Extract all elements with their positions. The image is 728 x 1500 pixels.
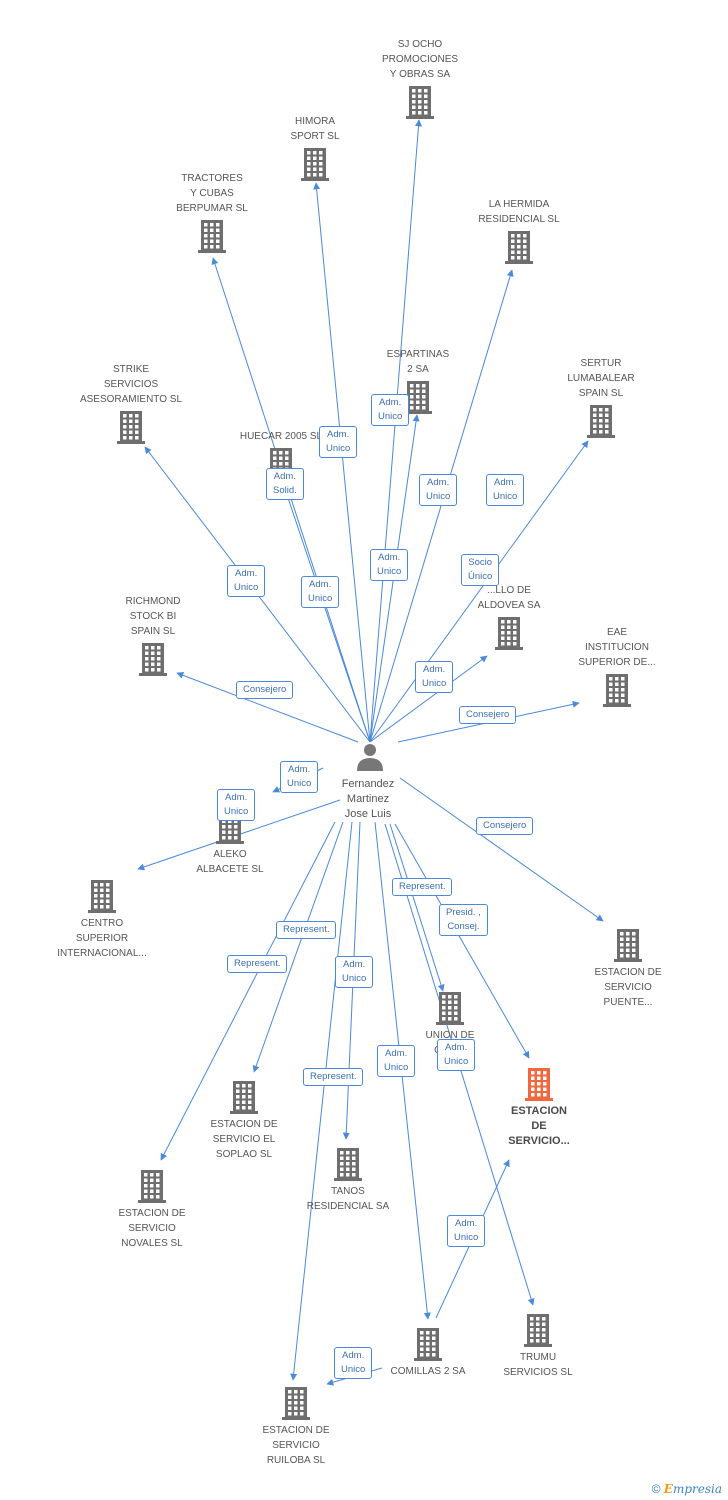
node-label-sj-ocho[interactable]: SJ OCHO PROMOCIONES Y OBRAS SA — [381, 39, 459, 80]
edge-label[interactable]: Adm. Unico — [319, 426, 358, 458]
node-label-tractores[interactable]: TRACTORES Y CUBAS BERPUMAR SL — [176, 173, 248, 214]
node-label-centro[interactable]: CENTRO SUPERIOR INTERNACIONAL... — [57, 918, 147, 959]
edge-label[interactable]: Socio Único — [461, 554, 500, 586]
building-icon[interactable] — [525, 1068, 553, 1101]
node-label-sertur[interactable]: SERTUR LUMABALEAR SPAIN SL — [567, 358, 635, 399]
edge-label[interactable]: Adm. Solid. — [266, 468, 304, 500]
node-label-eae[interactable]: EAE INSTITUCION SUPERIOR DE... — [578, 627, 656, 668]
edge-line — [176, 671, 359, 743]
edge-label[interactable]: Adm. Unico — [217, 789, 256, 821]
node-label-puente[interactable]: ESTACION DE SERVICIO PUENTE... — [594, 967, 662, 1008]
edge-label[interactable]: Adm. Unico — [437, 1039, 476, 1071]
node-label-ruiloba[interactable]: ESTACION DE SERVICIO RUILOBA SL — [262, 1425, 330, 1466]
edge-line — [290, 821, 353, 1381]
edge-line — [369, 119, 422, 743]
edge-label[interactable]: Adm. Unico — [301, 576, 340, 608]
edge-label[interactable]: Adm. Unico — [419, 474, 458, 506]
edge-line — [160, 821, 336, 1161]
edge-line — [394, 823, 530, 1059]
building-icon[interactable] — [603, 674, 631, 707]
empresia-logo: Empresia — [663, 1482, 722, 1496]
edge-label[interactable]: Represent. — [392, 878, 453, 896]
building-icon[interactable] — [139, 643, 167, 676]
building-icon[interactable] — [495, 617, 523, 650]
edge-label[interactable]: Adm. Unico — [377, 1045, 416, 1077]
edge-line — [369, 269, 514, 743]
edge-label[interactable]: Represent. — [227, 955, 288, 973]
node-label-huecar[interactable]: HUECAR 2005 SL — [239, 431, 323, 442]
edge-label[interactable]: Adm. Unico — [371, 394, 410, 426]
copyright-symbol: © — [651, 1482, 661, 1496]
node-label-aleko[interactable]: ALEKO ALBACETE SL — [196, 849, 264, 875]
edge-label[interactable]: Adm. Unico — [415, 661, 454, 693]
node-label-tanos[interactable]: TANOS RESIDENCIAL SA — [306, 1186, 390, 1212]
building-icon[interactable] — [404, 381, 432, 414]
edge-line — [211, 257, 371, 743]
edge-line — [252, 821, 344, 1073]
edge-label[interactable]: Consejero — [459, 706, 517, 724]
edge-label[interactable]: Adm. Unico — [370, 549, 409, 581]
edge-line — [369, 655, 488, 743]
edge-line — [369, 440, 589, 743]
node-label-la-hermida[interactable]: LA HERMIDA RESIDENCIAL SL — [478, 199, 560, 225]
building-icon[interactable] — [406, 86, 434, 119]
node-label-strike[interactable]: STRIKE SERVICIOS ASESORAMIENTO SL — [79, 364, 183, 405]
edge-label[interactable]: Adm. Unico — [227, 565, 266, 597]
building-icon[interactable] — [230, 1081, 258, 1114]
edge-label[interactable]: Represent. — [303, 1068, 364, 1086]
center-person-label[interactable]: Fernandez Martinez Jose Luis — [341, 778, 395, 820]
edge-label[interactable]: Presid. , Consej. — [439, 904, 488, 936]
building-icon[interactable] — [587, 405, 615, 438]
edge-label[interactable]: Adm. Unico — [280, 761, 319, 793]
node-label-trumu[interactable]: TRUMU SERVICIOS SL — [503, 1352, 573, 1378]
building-icon[interactable] — [138, 1170, 166, 1203]
edge-line — [399, 777, 604, 922]
building-icon[interactable] — [117, 411, 145, 444]
building-icon[interactable] — [436, 992, 464, 1025]
edge-label[interactable]: Represent. — [276, 921, 337, 939]
node-label-novales[interactable]: ESTACION DE SERVICIO NOVALES SL — [118, 1208, 186, 1249]
footer-brand: © Empresia — [652, 1482, 722, 1496]
node-label-soplao[interactable]: ESTACION DE SERVICIO EL SOPLAO SL — [210, 1119, 278, 1160]
edge-label[interactable]: Adm. Unico — [335, 956, 374, 988]
node-label-richmond[interactable]: RICHMOND STOCK BI SPAIN SL — [125, 596, 181, 637]
building-icon[interactable] — [282, 1387, 310, 1420]
building-icon[interactable] — [88, 880, 116, 913]
edge-label[interactable]: Consejero — [236, 681, 294, 699]
building-icon[interactable] — [614, 929, 642, 962]
building-icon[interactable] — [505, 231, 533, 264]
building-icon[interactable] — [334, 1148, 362, 1181]
edge-label[interactable]: Adm. Unico — [334, 1347, 373, 1379]
edge-line — [389, 823, 445, 992]
edge-label[interactable]: Adm. Unico — [447, 1215, 486, 1247]
edge-label[interactable]: Adm. Unico — [486, 474, 525, 506]
building-icon[interactable] — [198, 220, 226, 253]
building-icon[interactable] — [301, 148, 329, 181]
node-label-himora[interactable]: HIMORA SPORT SL — [290, 116, 340, 142]
edge-line — [313, 182, 371, 743]
edge-label[interactable]: Consejero — [476, 817, 534, 835]
node-label-estacion-main[interactable]: ESTACION DE SERVICIO... — [508, 1105, 570, 1147]
node-label-espartinas[interactable]: ESPARTINAS 2 SA — [386, 349, 450, 375]
edge-line — [280, 479, 371, 743]
building-icon[interactable] — [414, 1328, 442, 1361]
node-label-comillas[interactable]: COMILLAS 2 SA — [390, 1366, 466, 1377]
person-icon[interactable] — [357, 744, 383, 771]
node-label-castillo[interactable]: ...LLO DE ALDOVEA SA — [477, 585, 541, 611]
building-icon[interactable] — [524, 1314, 552, 1347]
